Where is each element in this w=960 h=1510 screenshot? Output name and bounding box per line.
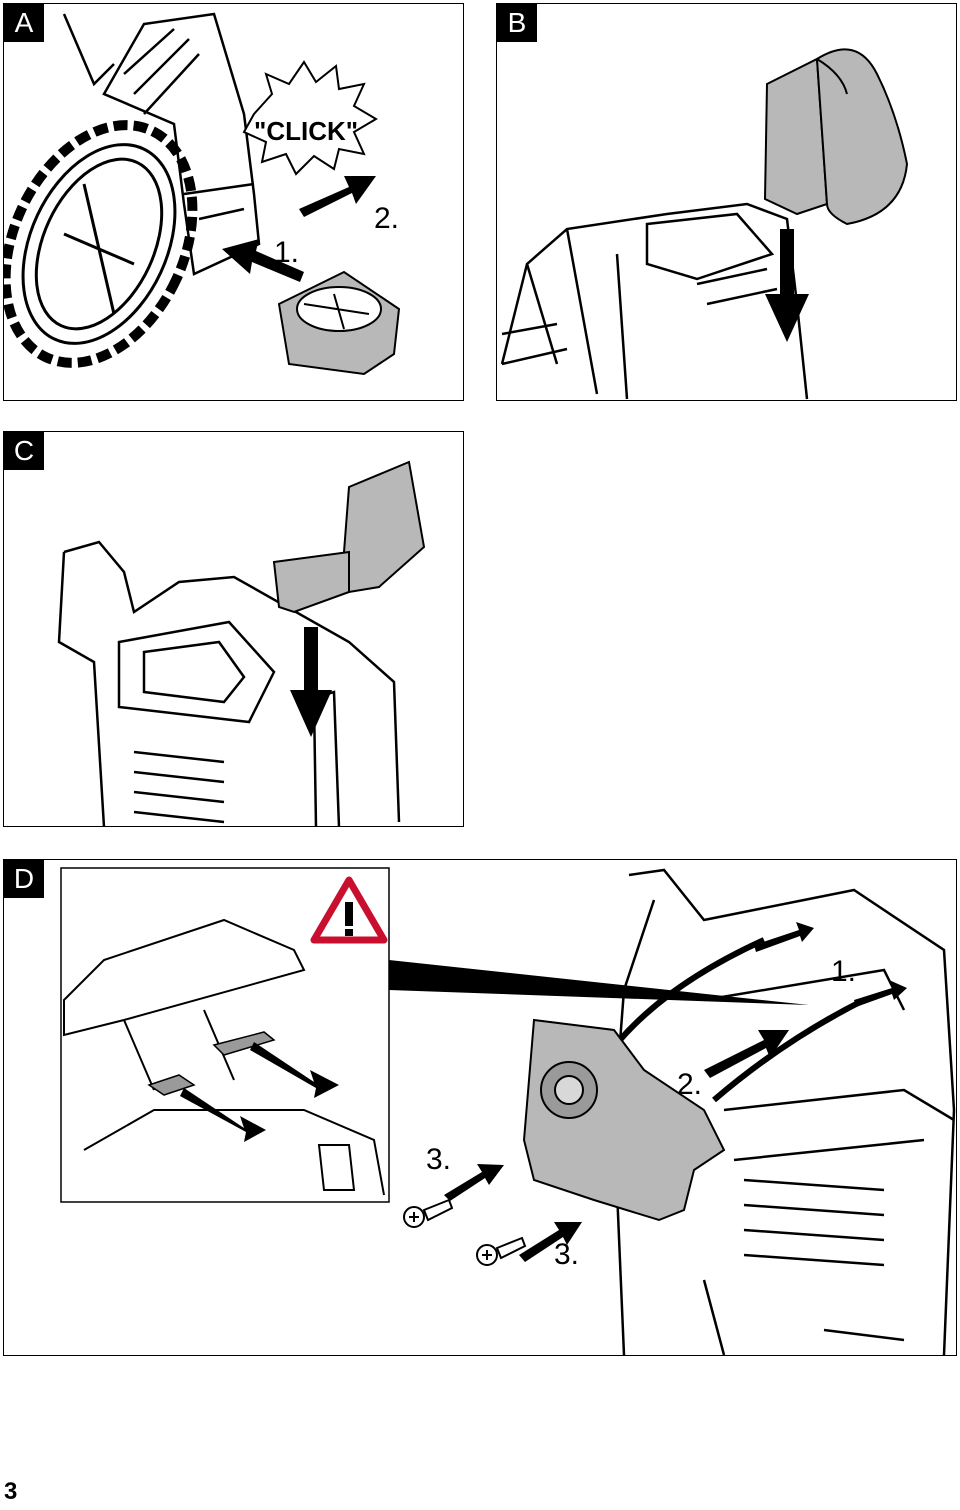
arrow-step3-a [444,1164,504,1201]
step-1-label: 1. [274,236,300,269]
panel-b-tag: B [497,4,537,42]
panel-a-illustration [4,12,401,376]
arrow-down [290,627,332,737]
click-label: "CLICK" [254,116,359,146]
arrow-step2 [299,176,376,217]
step-2-label: 2. [374,202,400,235]
hose-holder-bracket [522,1018,726,1222]
accessory-part [763,48,909,226]
panel-d-tag: D [4,860,44,898]
arrow-step3-b [519,1222,582,1262]
arrow-step1-a [754,922,814,952]
panel-a-tag: A [4,4,44,42]
panel-d-illustration [60,867,956,1355]
arrow-down [765,229,809,342]
step-2-label: 2. [677,1068,703,1101]
panel-a: A "CLICK" [3,3,464,401]
screw-2 [476,1236,527,1266]
wheel [4,120,198,368]
panel-b: B [496,3,957,401]
page-number: 3 [4,1478,18,1505]
machine-top [500,202,809,400]
panel-c: C [3,431,464,827]
panel-c-tag: C [4,432,44,470]
tabs [147,1031,276,1096]
handle-clip-part [277,270,401,376]
step-1-label: 1. [831,955,857,988]
callout-pointer [389,960,809,1005]
arrow-step1 [222,239,304,282]
click-burst [242,60,378,176]
warning-triangle-icon [310,876,388,944]
arrow-step2 [704,1030,789,1078]
step-3-label-lower: 3. [554,1238,580,1271]
screw-1 [403,1198,454,1228]
accessory-part [272,460,426,614]
panel-b-illustration [500,48,909,400]
machine-body [62,12,261,276]
panel-c-illustration [57,460,426,826]
arrow-step1-b [854,980,907,1007]
panel-d: D [3,859,957,1356]
step-3-label-upper: 3. [426,1143,452,1176]
inset-arrows [180,1042,339,1142]
